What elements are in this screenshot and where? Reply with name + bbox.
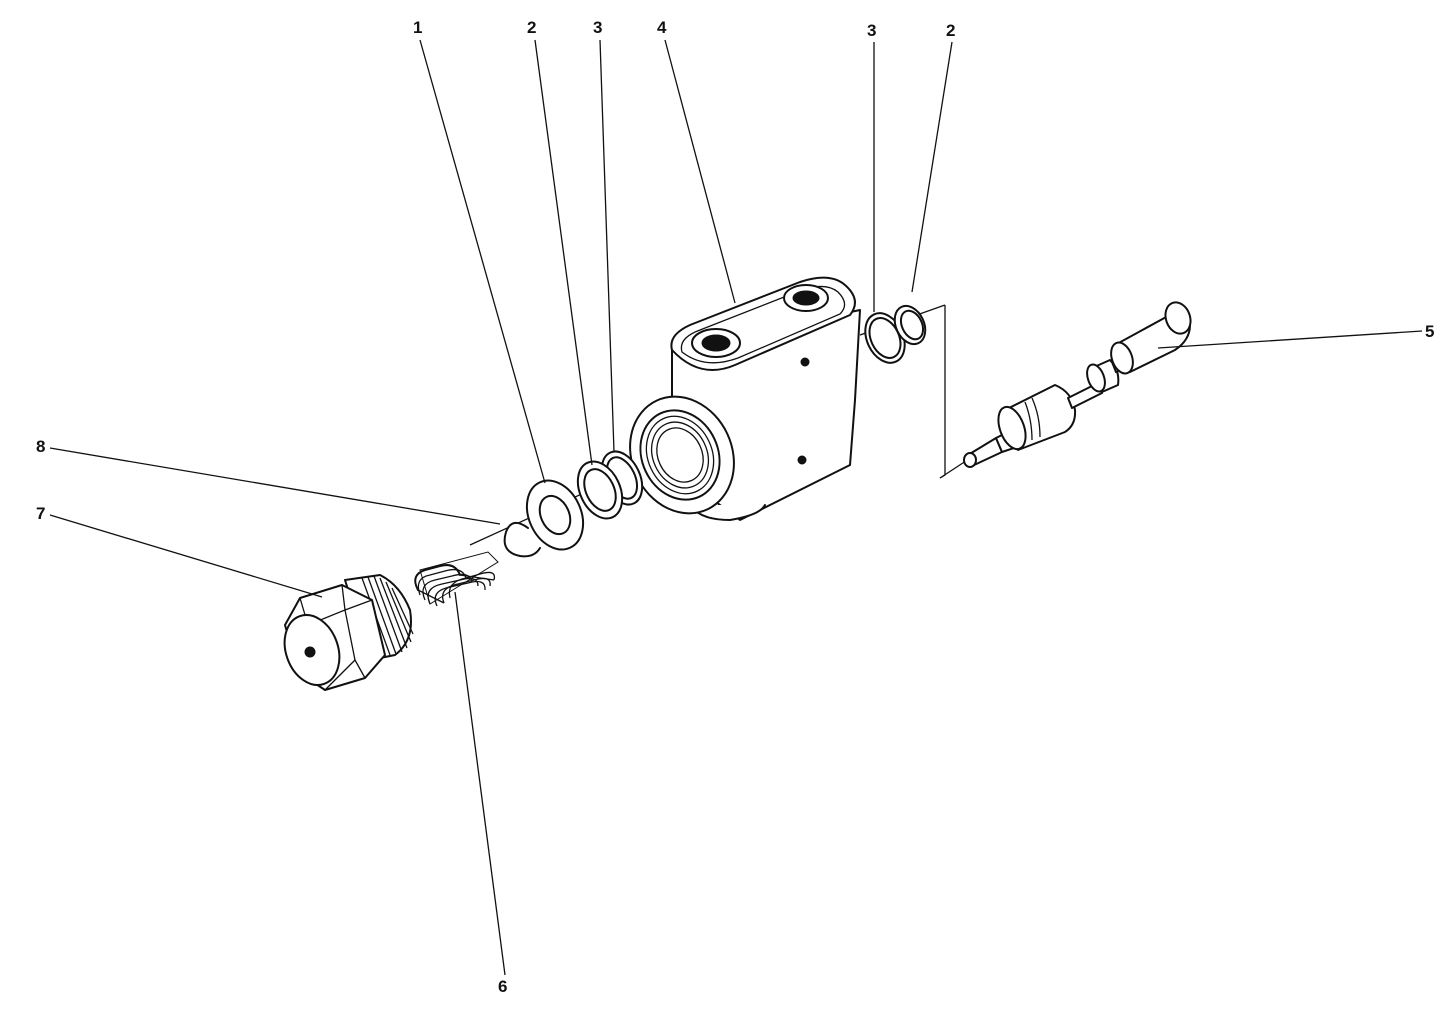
leader-2-right: [911, 41, 953, 293]
leader-2-left: [534, 39, 593, 466]
washer: [525, 479, 585, 551]
leader-1: [419, 39, 546, 484]
leader-3-left: [599, 39, 615, 453]
backup-ring-left: [576, 460, 624, 520]
callout-numbers: 1 2 3 4 3 2 5 8 7 6: [36, 18, 1434, 996]
hex-plug: [283, 574, 414, 691]
callout-7: 7: [36, 504, 45, 523]
callout-8: 8: [36, 437, 45, 456]
callout-3-right: 3: [867, 21, 876, 40]
leader-8: [49, 447, 501, 525]
callout-2-left: 2: [527, 18, 536, 37]
retaining-ring: [503, 521, 541, 558]
leader-lines: [49, 39, 1423, 976]
leader-6: [454, 591, 506, 976]
leader-4: [664, 39, 736, 304]
callout-2-right: 2: [946, 21, 955, 40]
valve-spool: [963, 301, 1192, 468]
callout-4: 4: [657, 18, 667, 37]
callout-5: 5: [1425, 322, 1434, 341]
o-ring-right: [864, 312, 906, 364]
spring: [414, 551, 499, 607]
backup-ring-right: [893, 304, 927, 346]
valve-body: [629, 276, 861, 521]
callout-1: 1: [413, 18, 422, 37]
leader-5: [1157, 330, 1423, 349]
callout-6: 6: [498, 977, 507, 996]
leader-7: [49, 514, 323, 598]
callout-3-left: 3: [593, 18, 602, 37]
